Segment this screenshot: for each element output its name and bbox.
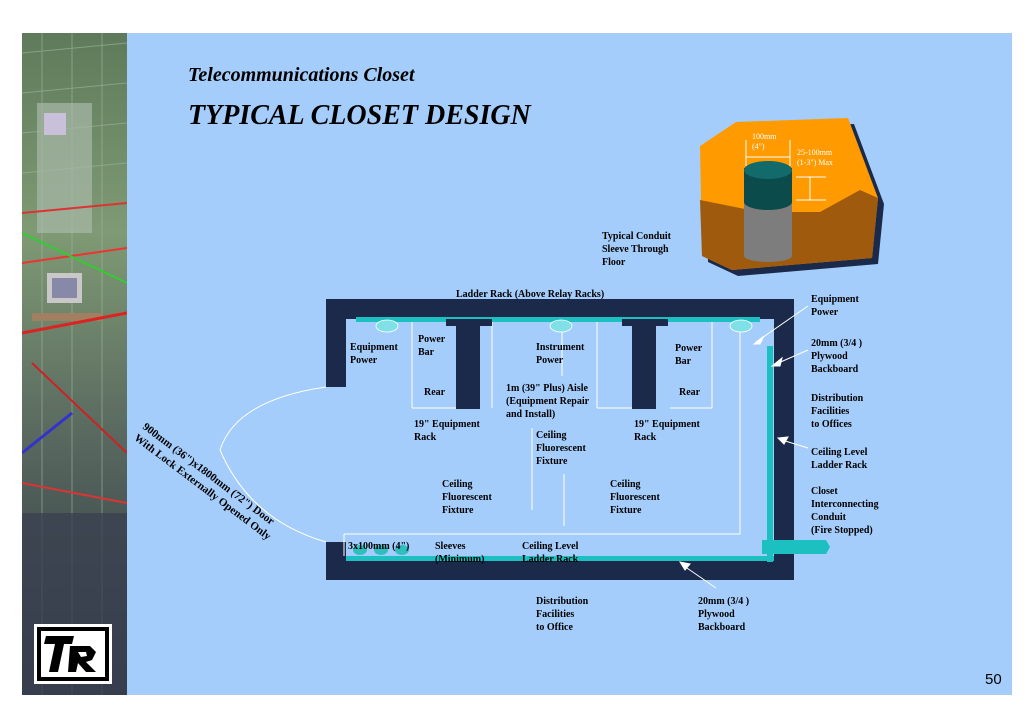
floor-sleeves: [353, 545, 409, 555]
label-ladder-rack-top: Ladder Rack (Above Relay Racks): [456, 289, 605, 300]
label-sleeves-minimum: Sleeves(Minimum): [435, 541, 485, 565]
label-sleeves-size: 3x100mm (4"): [348, 541, 410, 552]
inset-dim-right: 25-100mm(1-3") Max: [797, 148, 833, 167]
room-walls: [326, 299, 794, 580]
label-rear-left: Rear: [424, 387, 446, 398]
interconnecting-conduit: [762, 540, 830, 554]
content-panel: [127, 33, 1012, 695]
company-logo: [34, 624, 112, 684]
plywood-backboard-top: [356, 317, 760, 322]
inset-dim-top: 100mm(4"): [752, 132, 777, 151]
power-outlets: [375, 319, 753, 333]
label-rear-right: Rear: [679, 387, 701, 398]
plywood-backboard-right: [767, 346, 773, 562]
callout-arrows: [678, 305, 809, 589]
conduit-inset: [700, 118, 884, 276]
door-swing-arc: [219, 386, 327, 543]
plywood-backboard-bottom: [346, 556, 774, 561]
slide-subtitle: Telecommunications Closet: [188, 64, 415, 86]
page-number: 50: [985, 671, 1002, 688]
sidebar-photo: [22, 33, 127, 695]
slide-title: TYPICAL CLOSET DESIGN: [188, 100, 531, 131]
equipment-racks: [446, 319, 668, 409]
